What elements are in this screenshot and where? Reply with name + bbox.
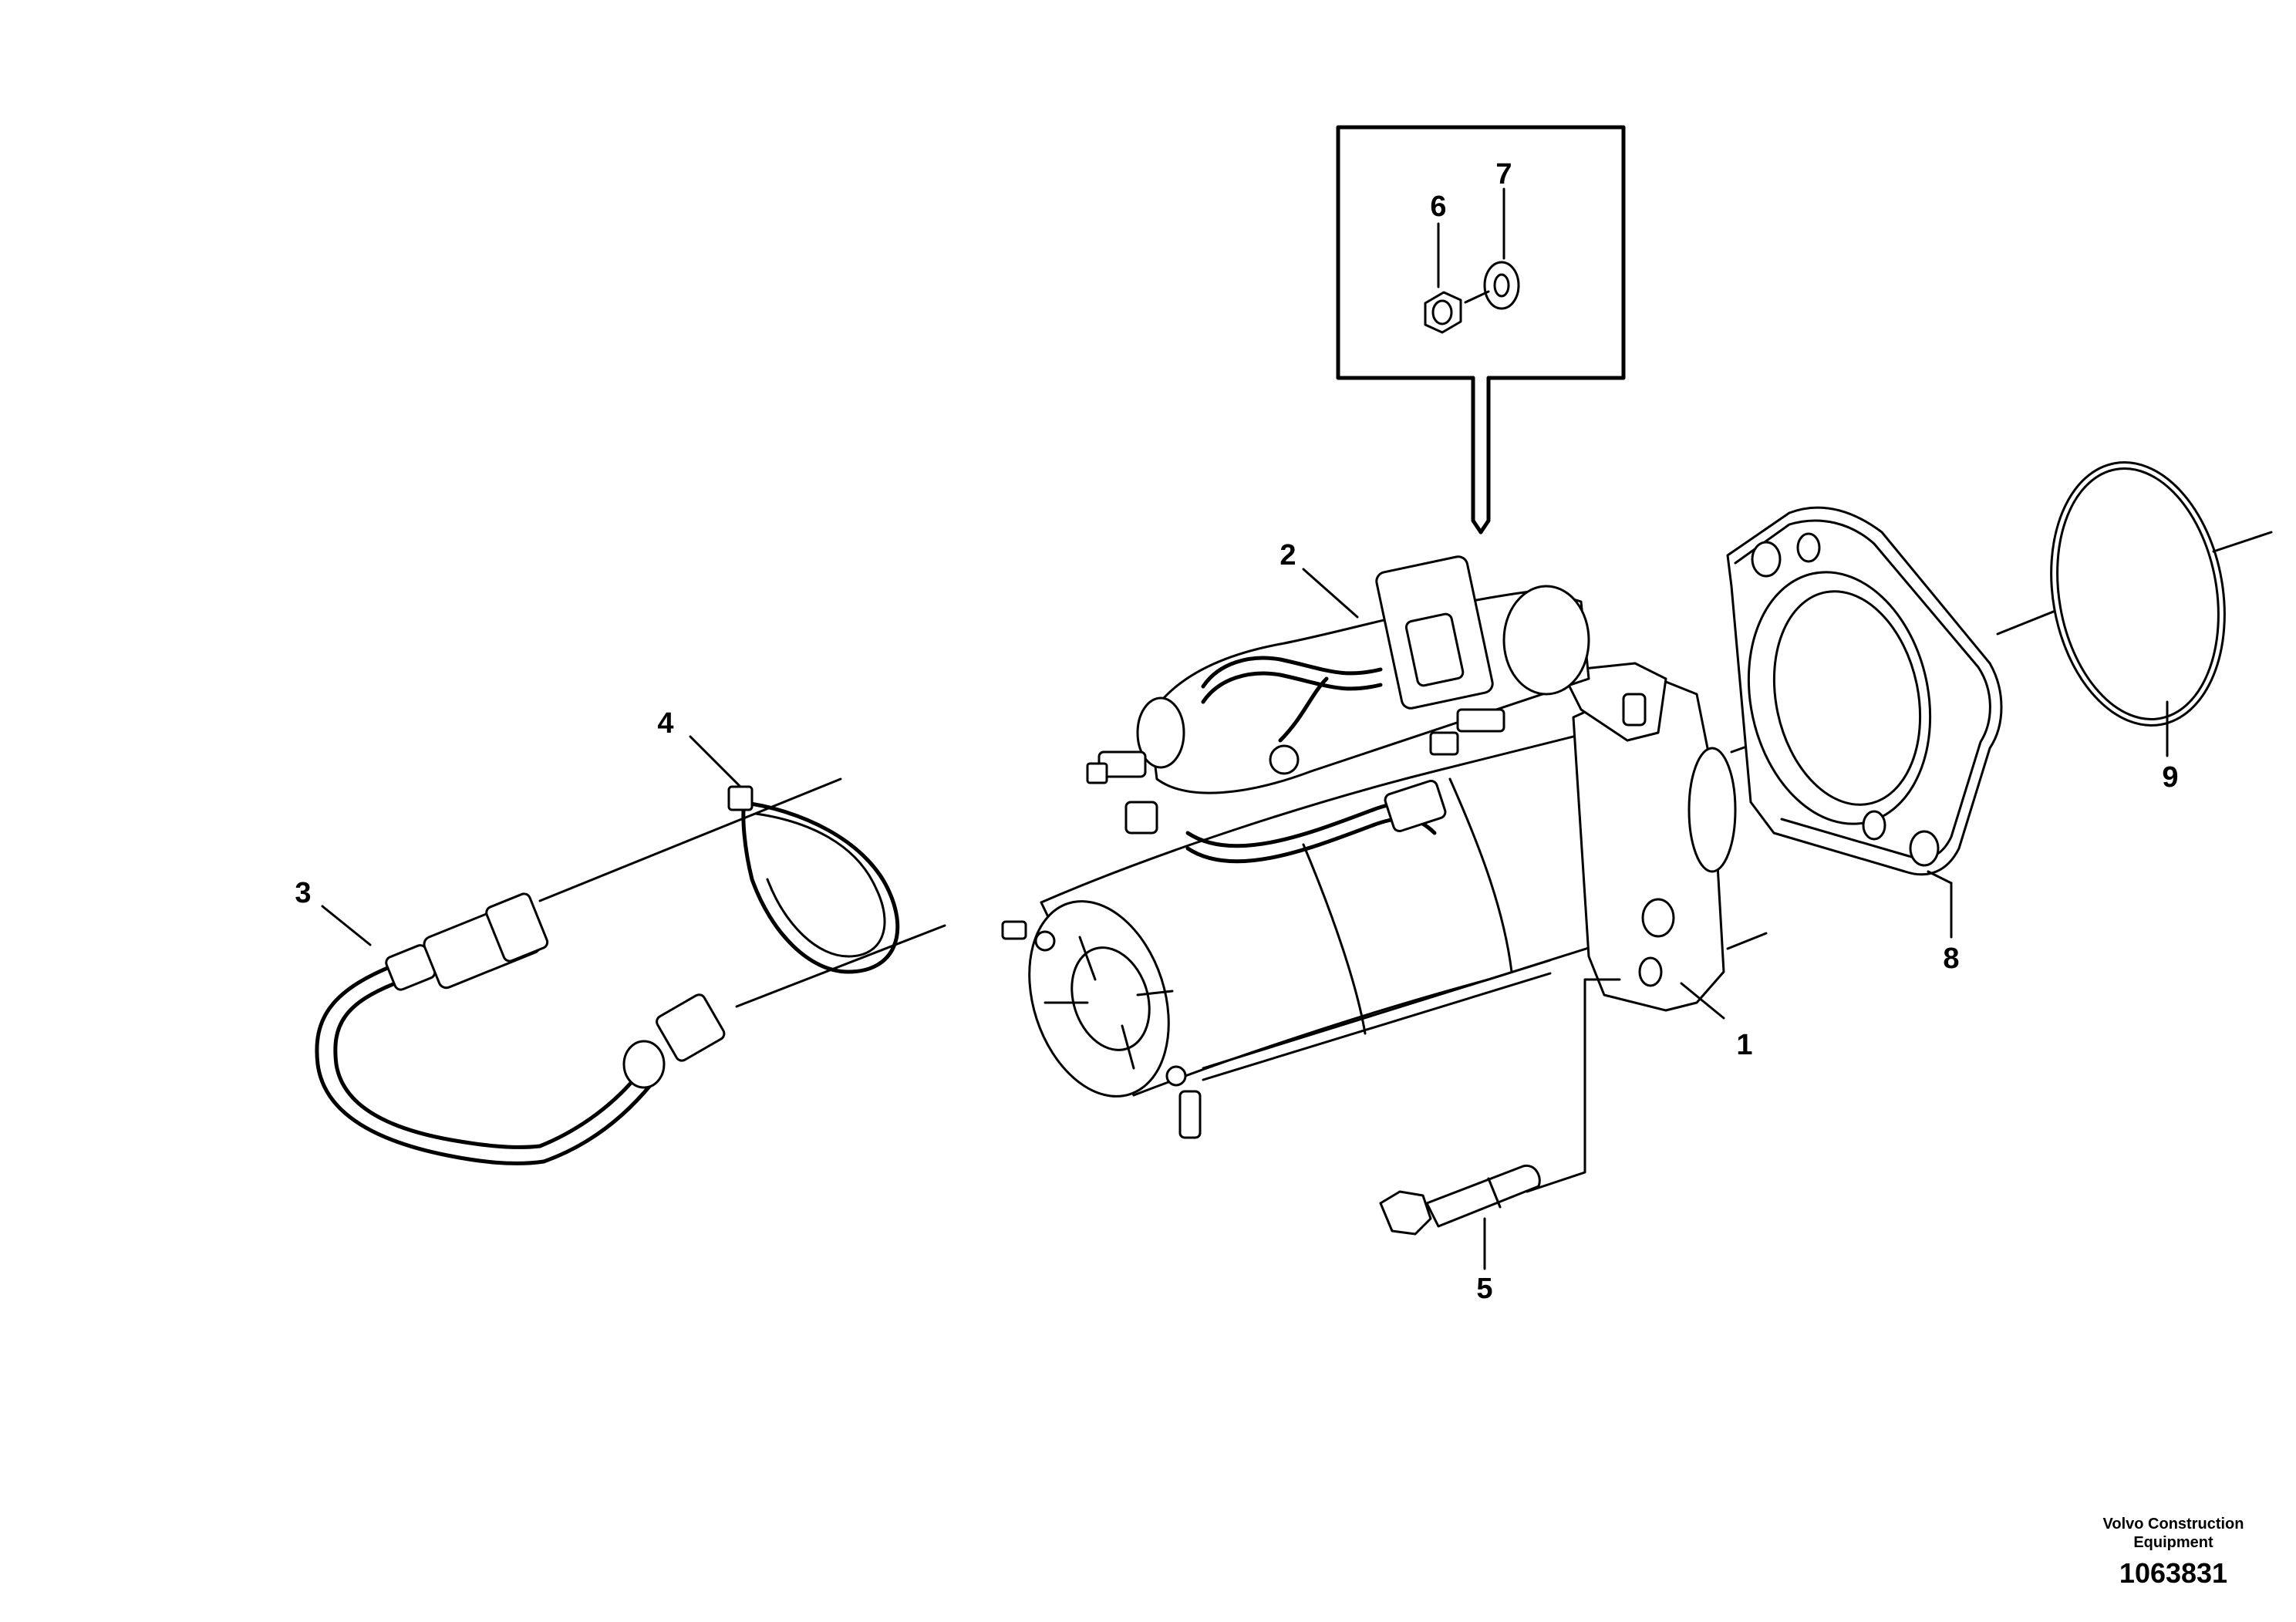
- callout-8: 8: [1943, 943, 1959, 975]
- company-name-line1: Volvo Construction: [2103, 1516, 2244, 1533]
- cable-part-3: [315, 777, 946, 1165]
- washer-part-7: [1464, 187, 1520, 310]
- callout-1: 1: [1736, 1029, 1752, 1061]
- callout-3: 3: [295, 877, 311, 909]
- callout-7: 7: [1495, 158, 1512, 191]
- detail-inset: [1336, 125, 1626, 534]
- callout-6: 6: [1430, 191, 1446, 223]
- solenoid-part-2: [1086, 555, 1590, 864]
- bolt-part-5: [1379, 1164, 1541, 1270]
- nut-part-6: [1424, 222, 1462, 334]
- o-ring-part-9: [2050, 461, 2273, 757]
- company-name-line2: Equipment: [2133, 1534, 2213, 1551]
- callout-4: 4: [657, 707, 673, 740]
- drawing-number: 1063831: [2119, 1557, 2227, 1589]
- starter-motor-part-1: [1001, 662, 1883, 1193]
- adapter-flange-part-8: [1726, 506, 2099, 939]
- clamp-part-4: [689, 735, 900, 974]
- footer: Volvo Construction Equipment 1063831: [2103, 1516, 2244, 1589]
- callout-5: 5: [1476, 1273, 1492, 1305]
- callout-labels: 1 2 3 4 5 6 7 8 9: [295, 158, 2178, 1305]
- callout-9: 9: [2162, 761, 2178, 794]
- callout-2: 2: [1279, 539, 1296, 572]
